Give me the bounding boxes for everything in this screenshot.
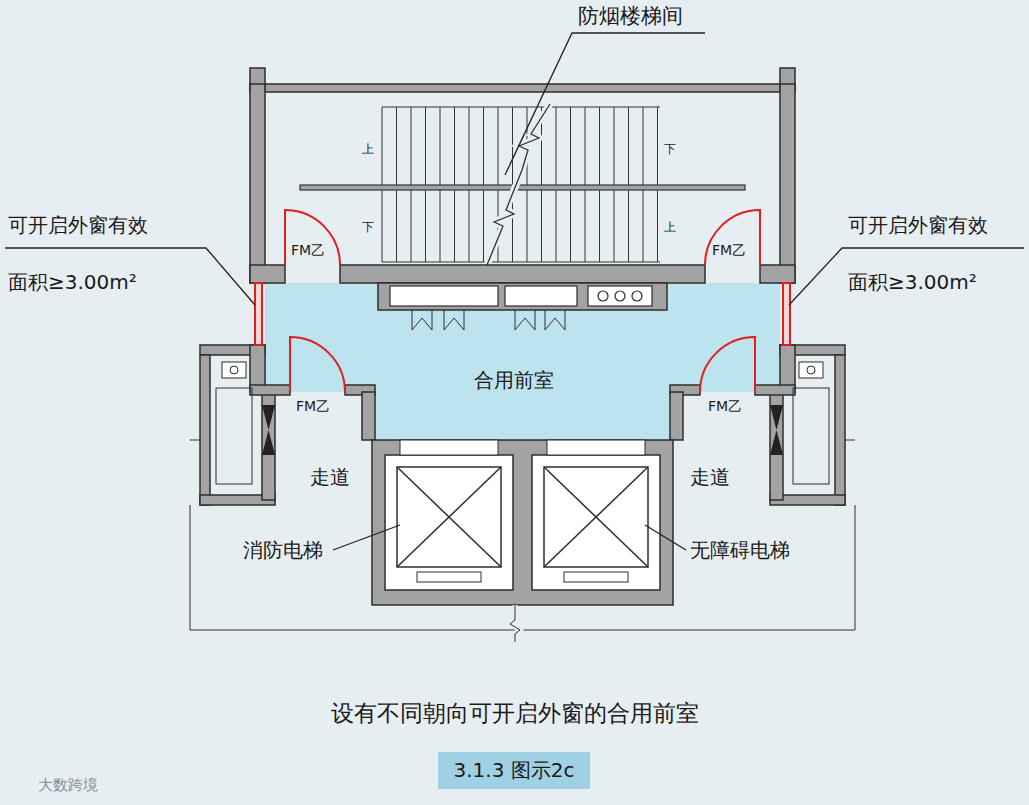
plan-drawing [262, 392, 275, 500]
outline-and-break [190, 605, 855, 642]
plan-drawing [222, 362, 246, 378]
plan-drawing [250, 385, 290, 395]
plan-drawing [255, 283, 262, 345]
plan-drawing [300, 185, 745, 190]
plan-drawing [532, 455, 660, 590]
plan-drawing [544, 467, 648, 567]
figure-number-box: 3.1.3 图示2c [438, 752, 591, 789]
break-line-bg [487, 104, 550, 265]
plan-drawing [505, 286, 577, 306]
plan-drawing [588, 286, 652, 306]
plan-drawing [378, 283, 667, 310]
plan-drawing [200, 345, 375, 505]
plan-drawing [544, 467, 648, 567]
plan-drawing [290, 337, 345, 392]
plan-drawing [544, 467, 648, 567]
front-room-fill [265, 283, 780, 440]
plan-drawing [760, 265, 795, 283]
plan-drawing [397, 467, 501, 567]
plan-drawing [510, 605, 520, 642]
plan-drawing [250, 84, 795, 92]
walls [250, 68, 795, 310]
plan-drawing [362, 392, 375, 440]
plan-drawing [285, 210, 340, 265]
plan-drawing [250, 84, 265, 283]
elevator-name: 无障碍电梯 [690, 538, 790, 563]
plan-drawing [385, 455, 513, 590]
plan-drawing [190, 505, 191, 630]
watermark: 大数跨境 [38, 776, 98, 795]
plan-drawing [230, 366, 238, 374]
stair-flights [300, 107, 745, 262]
plan-drawing [412, 310, 432, 330]
plan-drawing [400, 440, 498, 455]
room-name: 走道 [310, 465, 350, 490]
plan-drawing [417, 572, 481, 582]
plan-drawing [564, 572, 628, 582]
stair-direction: 下 [664, 142, 676, 157]
stair-direction: 上 [664, 220, 676, 235]
plan-drawing [645, 525, 686, 550]
plan-drawing [444, 310, 464, 330]
plan-drawing [598, 291, 608, 301]
elevator-name: 消防电梯 [243, 538, 323, 563]
side-rooms [190, 210, 375, 630]
plan-drawing [190, 440, 200, 441]
plan-drawing [200, 355, 210, 505]
plan-drawing [780, 84, 795, 283]
plan-drawing [382, 261, 660, 262]
plan-drawing [505, 33, 705, 175]
room-name: 合用前室 [474, 368, 554, 393]
plan-drawing [250, 265, 285, 283]
plan-drawing [397, 467, 501, 567]
plan-drawing [515, 310, 535, 330]
elevator-shafts [372, 440, 673, 605]
plan-drawing [547, 440, 645, 455]
stair-direction: 上 [362, 142, 374, 157]
plan-drawing [372, 440, 673, 605]
plan-drawing [382, 106, 660, 107]
stair-name: 防烟楼梯间 [578, 3, 683, 29]
plan-drawing [216, 388, 252, 484]
break-line [487, 104, 550, 265]
figure-number: 3.1.3 图示2c [454, 757, 575, 784]
plan-drawing [397, 467, 501, 567]
figure-caption: 设有不同朝向可开启外窗的合用前室 [0, 698, 1029, 729]
leader-lines [5, 33, 1024, 550]
door-code: FM乙 [296, 398, 330, 416]
plan-drawing [262, 430, 275, 455]
window-note: 可开启外窗有效 面积≥3.00m² [848, 197, 1003, 311]
door-code: FM乙 [712, 242, 746, 260]
plan-drawing [510, 605, 520, 642]
cabinet-doors [412, 310, 565, 330]
door-code: FM乙 [291, 242, 325, 260]
plan-drawing [333, 525, 400, 550]
side-rooms-mirrored [670, 210, 855, 630]
hydrant-boxes [390, 286, 652, 306]
plan-drawing [390, 286, 498, 306]
door-code: FM乙 [708, 398, 742, 416]
plan-drawing [632, 291, 642, 301]
room-name: 走道 [690, 465, 730, 490]
plan-drawing [615, 291, 625, 301]
stair-direction: 下 [362, 220, 374, 235]
plan-drawing [340, 265, 705, 283]
window-note: 可开启外窗有效 面积≥3.00m² [8, 197, 163, 311]
plan-drawing [545, 310, 565, 330]
plan-drawing [262, 405, 275, 430]
